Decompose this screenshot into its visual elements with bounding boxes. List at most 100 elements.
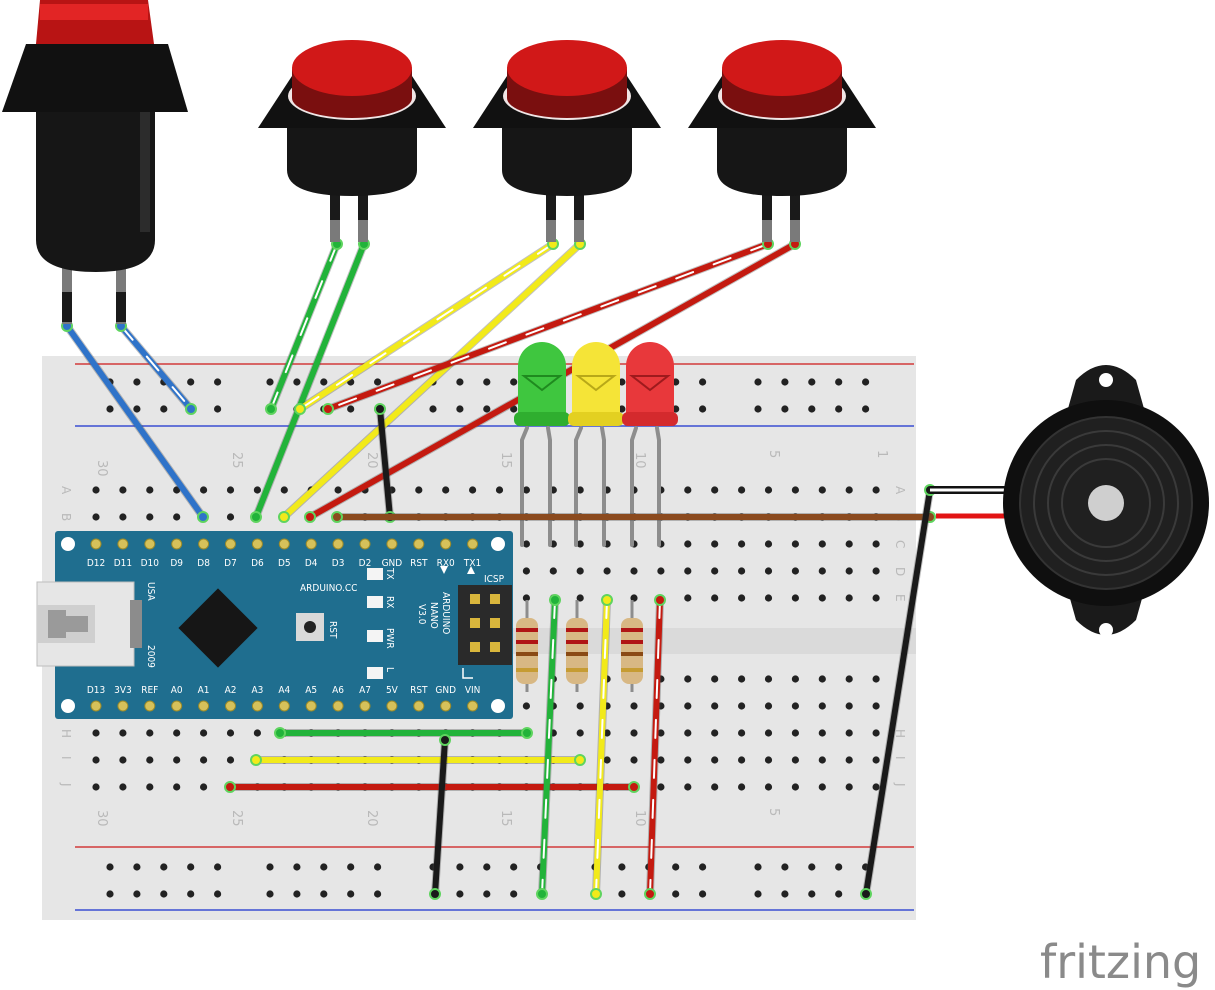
corner-mark-icon <box>462 668 473 679</box>
breadboard-rail-hole <box>483 378 491 386</box>
breadboard-hole <box>630 729 638 737</box>
breadboard-rail-hole <box>754 378 762 386</box>
green-led-leg-cathode <box>520 426 529 547</box>
breadboard-hole <box>711 702 719 710</box>
buzzer-mount-hole <box>1099 373 1113 387</box>
nano-top-pin-label: RX0 <box>437 558 455 569</box>
resistor-yellow <box>566 600 588 692</box>
nano-pin <box>251 700 263 712</box>
breadboard-hole <box>791 567 800 575</box>
breadboard-rail-hole <box>106 863 114 871</box>
breadboard-hole <box>92 783 100 791</box>
breadboard-hole <box>657 756 665 764</box>
led-anvil <box>629 375 671 392</box>
breadboard-rail-hole <box>347 405 355 413</box>
nano-pin <box>440 538 452 550</box>
breadboard-hole <box>818 702 826 710</box>
nano-pin <box>90 538 102 550</box>
breadboard-rail-hole <box>672 890 680 898</box>
row-letter: J <box>59 782 73 787</box>
buzzer-mount-hole <box>1099 623 1113 637</box>
breadboard-rail-hole <box>214 890 222 898</box>
breadboard-hole <box>630 594 638 602</box>
resistor-band <box>566 652 588 656</box>
breadboard-hole <box>253 486 261 494</box>
breadboard-hole <box>630 567 638 575</box>
green-wire-lower-end <box>274 727 286 739</box>
breadboard-rail-hole <box>781 405 789 413</box>
breadboard-rail-hole <box>781 378 789 386</box>
nano-top-pin-label: D7 <box>224 558 237 569</box>
breadboard-hole <box>146 729 154 737</box>
breadboard-rail-hole <box>266 890 274 898</box>
breadboard-rail-hole <box>160 405 168 413</box>
breadboard-hole <box>845 756 853 764</box>
country-text: USA <box>145 582 156 601</box>
red-led <box>622 342 678 426</box>
breadboard-hole <box>818 594 826 602</box>
breadboard-hole <box>711 783 719 791</box>
breadboard-hole <box>119 756 127 764</box>
breadboard-rail-hole <box>835 890 843 898</box>
breadboard-hole <box>92 756 100 764</box>
breadboard-rail-hole <box>754 890 762 898</box>
nano-pin <box>332 700 344 712</box>
black-wire-bottom <box>432 737 448 897</box>
yellow-wire-vertical-end <box>590 888 602 900</box>
breadboard-hole <box>549 567 557 575</box>
button-leg-band <box>358 190 368 220</box>
red-led-leg-anode <box>655 426 661 547</box>
breadboard-rail-hole <box>133 890 141 898</box>
breadboard-rail-hole <box>456 378 464 386</box>
breadboard-hole <box>146 756 154 764</box>
breadboard-rail-hole <box>160 863 168 871</box>
buzzer-center <box>1088 485 1124 521</box>
breadboard-rail-hole <box>808 405 816 413</box>
breadboard-hole <box>576 540 584 548</box>
icsp-pin <box>470 594 480 604</box>
breadboard-hole <box>818 540 826 548</box>
piezo-buzzer <box>930 365 1209 637</box>
brown-wire-end <box>331 511 343 523</box>
breadboard-hole <box>764 486 773 494</box>
green-wire-striped-end <box>265 403 277 415</box>
nano-pin <box>305 538 317 550</box>
button-cap <box>507 40 627 96</box>
nano-pin <box>332 538 344 550</box>
nano-bottom-pin-label: A4 <box>278 685 290 696</box>
nano-bottom-pin-label: A3 <box>251 685 263 696</box>
nano-top-pin-label: D2 <box>359 558 372 569</box>
led-legs <box>520 426 661 547</box>
nano-pin <box>225 538 236 550</box>
breadboard-hole <box>845 486 853 494</box>
led-dome <box>572 342 620 418</box>
breadboard-hole <box>522 702 531 710</box>
model-line-3: V3.0 <box>416 604 427 625</box>
resistor-band <box>516 668 538 672</box>
breadboard-rail-hole <box>106 405 114 413</box>
nano-mount-hole <box>61 699 75 713</box>
breadboard-hole <box>415 486 423 494</box>
wires <box>61 238 936 900</box>
yellow-wire-vertical-stripe <box>595 599 608 895</box>
resistor-green <box>516 600 538 692</box>
breadboard-hole <box>818 729 826 737</box>
icsp-pins <box>470 594 500 652</box>
button-leg-band <box>790 190 800 220</box>
breadboard-rail-hole <box>510 863 518 871</box>
breadboard-hole <box>818 486 826 494</box>
nano-pin <box>117 538 129 550</box>
breadboard-hole <box>119 513 127 521</box>
buzzer-ring <box>1033 430 1179 576</box>
led-anvil <box>521 375 563 392</box>
breadboard-rail-hole <box>214 405 222 413</box>
yellow-wire-lower-end <box>574 754 586 766</box>
breadboard-rail-hole <box>754 405 762 413</box>
breadboard-hole <box>442 486 450 494</box>
breadboard-hole <box>845 729 853 737</box>
icsp-pin <box>470 618 480 628</box>
led-dome <box>518 342 566 418</box>
black-wire-buzzer <box>863 487 933 897</box>
